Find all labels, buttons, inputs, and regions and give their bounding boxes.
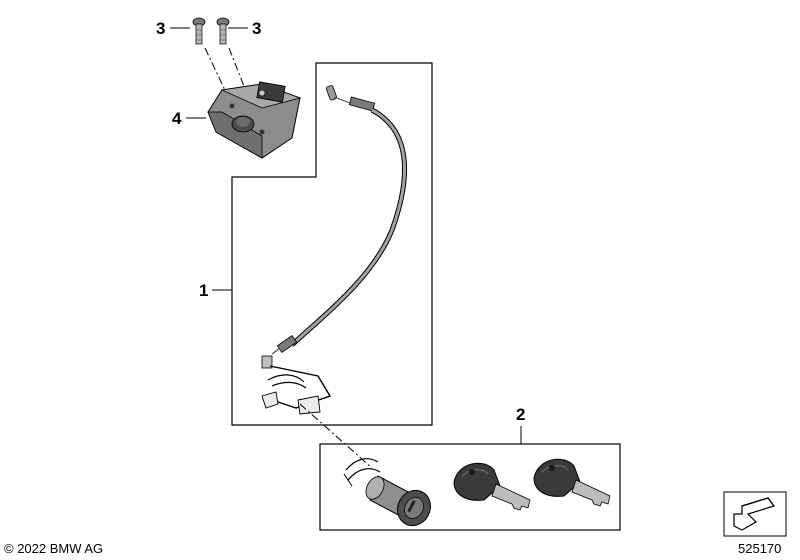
release-lever (261, 355, 332, 415)
key-right (533, 458, 611, 507)
callout-3-left: 3 (156, 19, 165, 38)
diagram-number: 525170 (738, 541, 781, 556)
group-frame-cable (231, 62, 433, 426)
copyright-text: © 2022 BMW AG (4, 541, 103, 556)
screw-left (192, 17, 206, 45)
screw-right (216, 17, 230, 45)
callout-1: 1 (199, 281, 208, 300)
diagram-arrow-icon (723, 491, 787, 537)
lock-cylinder (365, 475, 431, 527)
assembly-line-lever-to-cylinder (299, 403, 373, 469)
retaining-clip (343, 458, 381, 487)
callout-4: 4 (172, 109, 182, 128)
release-cable (271, 85, 408, 355)
lock-bracket (207, 81, 302, 159)
callout-3-right: 3 (252, 19, 261, 38)
group-frame-lock-set (319, 443, 621, 531)
callout-2: 2 (516, 405, 525, 424)
key-left (453, 462, 531, 511)
